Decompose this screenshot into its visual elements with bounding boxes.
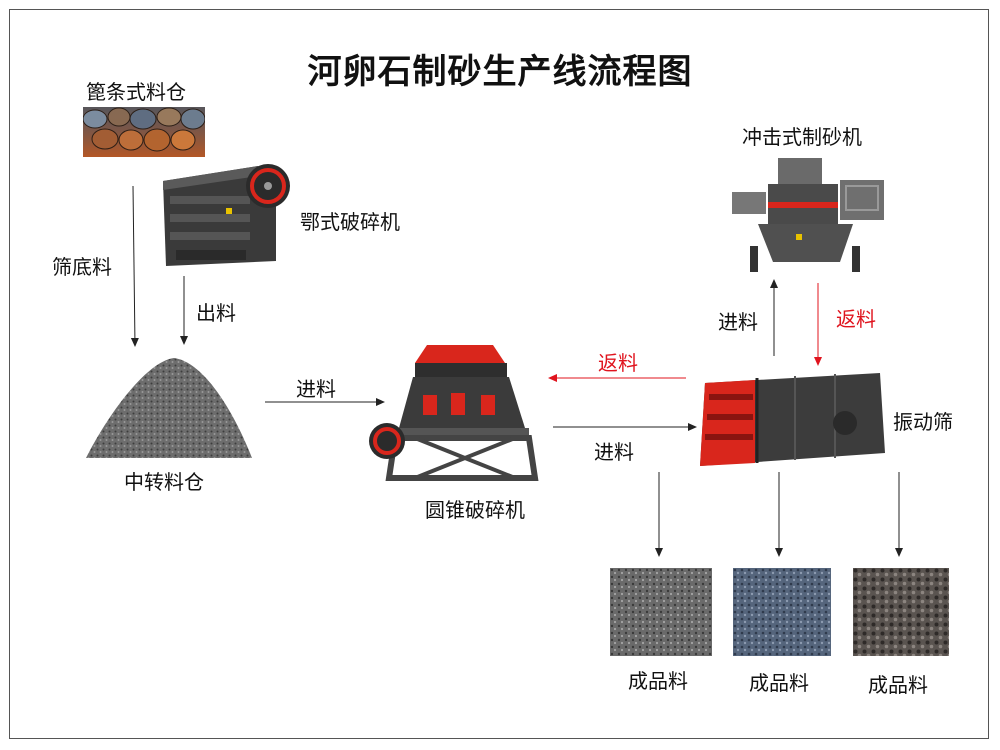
label-return-cone: 返料 xyxy=(598,351,638,375)
page-frame xyxy=(9,9,989,739)
product-sample-1 xyxy=(610,568,712,656)
label-impact-crusher: 冲击式制砂机 xyxy=(742,125,862,149)
label-feed-impact: 进料 xyxy=(718,310,758,334)
label-surge-bin: 中转料仓 xyxy=(124,470,204,494)
label-screen-underflow: 筛底料 xyxy=(52,255,112,279)
impact-crusher-image xyxy=(732,158,884,272)
label-feed-screen: 进料 xyxy=(594,440,634,464)
vibrating-screen-image xyxy=(700,373,885,466)
label-product-2: 成品料 xyxy=(749,671,809,695)
label-feed-cone: 进料 xyxy=(296,377,336,401)
product-sample-2 xyxy=(733,568,831,656)
page-title: 河卵石制砂生产线流程图 xyxy=(307,52,693,92)
cone-crusher-image xyxy=(369,345,539,481)
product-sample-3 xyxy=(853,568,949,656)
surge-bin-pile-image xyxy=(86,358,252,458)
grizzly-bin-image xyxy=(83,107,205,157)
arrow-underflow xyxy=(130,185,139,347)
label-cone-crusher: 圆锥破碎机 xyxy=(425,498,525,522)
label-grizzly-bin: 篦条式料仓 xyxy=(86,80,186,104)
label-return-screen: 返料 xyxy=(836,307,876,331)
label-discharge: 出料 xyxy=(196,301,236,325)
label-jaw-crusher: 鄂式破碎机 xyxy=(300,210,400,234)
label-product-3: 成品料 xyxy=(868,673,928,697)
label-product-1: 成品料 xyxy=(628,669,688,693)
label-vibrating-screen: 振动筛 xyxy=(893,410,953,434)
jaw-crusher-image xyxy=(163,164,290,266)
